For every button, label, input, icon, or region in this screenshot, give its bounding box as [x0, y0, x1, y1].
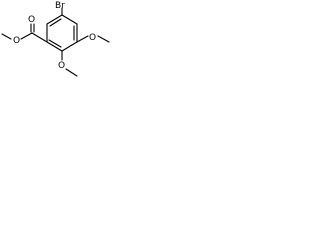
- methoxy-2-bond-methyl: [97, 35, 110, 43]
- molecule-canvas: Br O O O O: [0, 0, 111, 97]
- ring-bond-4-inner: [48, 39, 62, 48]
- ring-bond-4: [46, 41, 63, 52]
- ester-bond-ring: [31, 32, 48, 43]
- ester-methyl-bond: [1, 33, 12, 40]
- ring-bond-1: [61, 14, 78, 25]
- carbonyl-oxygen-label: O: [28, 15, 35, 25]
- ester-bond-oxygen: [20, 32, 33, 40]
- ring-bond-3: [61, 41, 78, 52]
- bromine-label: Br: [55, 1, 65, 11]
- ring-bond-6: [46, 14, 63, 25]
- molecule-structure: Br O O O O: [1, 1, 110, 77]
- bonds: [1, 7, 110, 77]
- methoxy-oxygen-1-label: O: [58, 61, 65, 71]
- ester-oxygen-label: O: [13, 36, 20, 46]
- atom-labels: Br O O O O: [13, 1, 96, 71]
- methoxy-oxygen-2-label: O: [89, 33, 96, 43]
- methoxy-2-bond-ring: [76, 35, 89, 43]
- ring-bond-6-inner: [49, 18, 62, 27]
- methoxy-1-bond-methyl: [65, 68, 78, 77]
